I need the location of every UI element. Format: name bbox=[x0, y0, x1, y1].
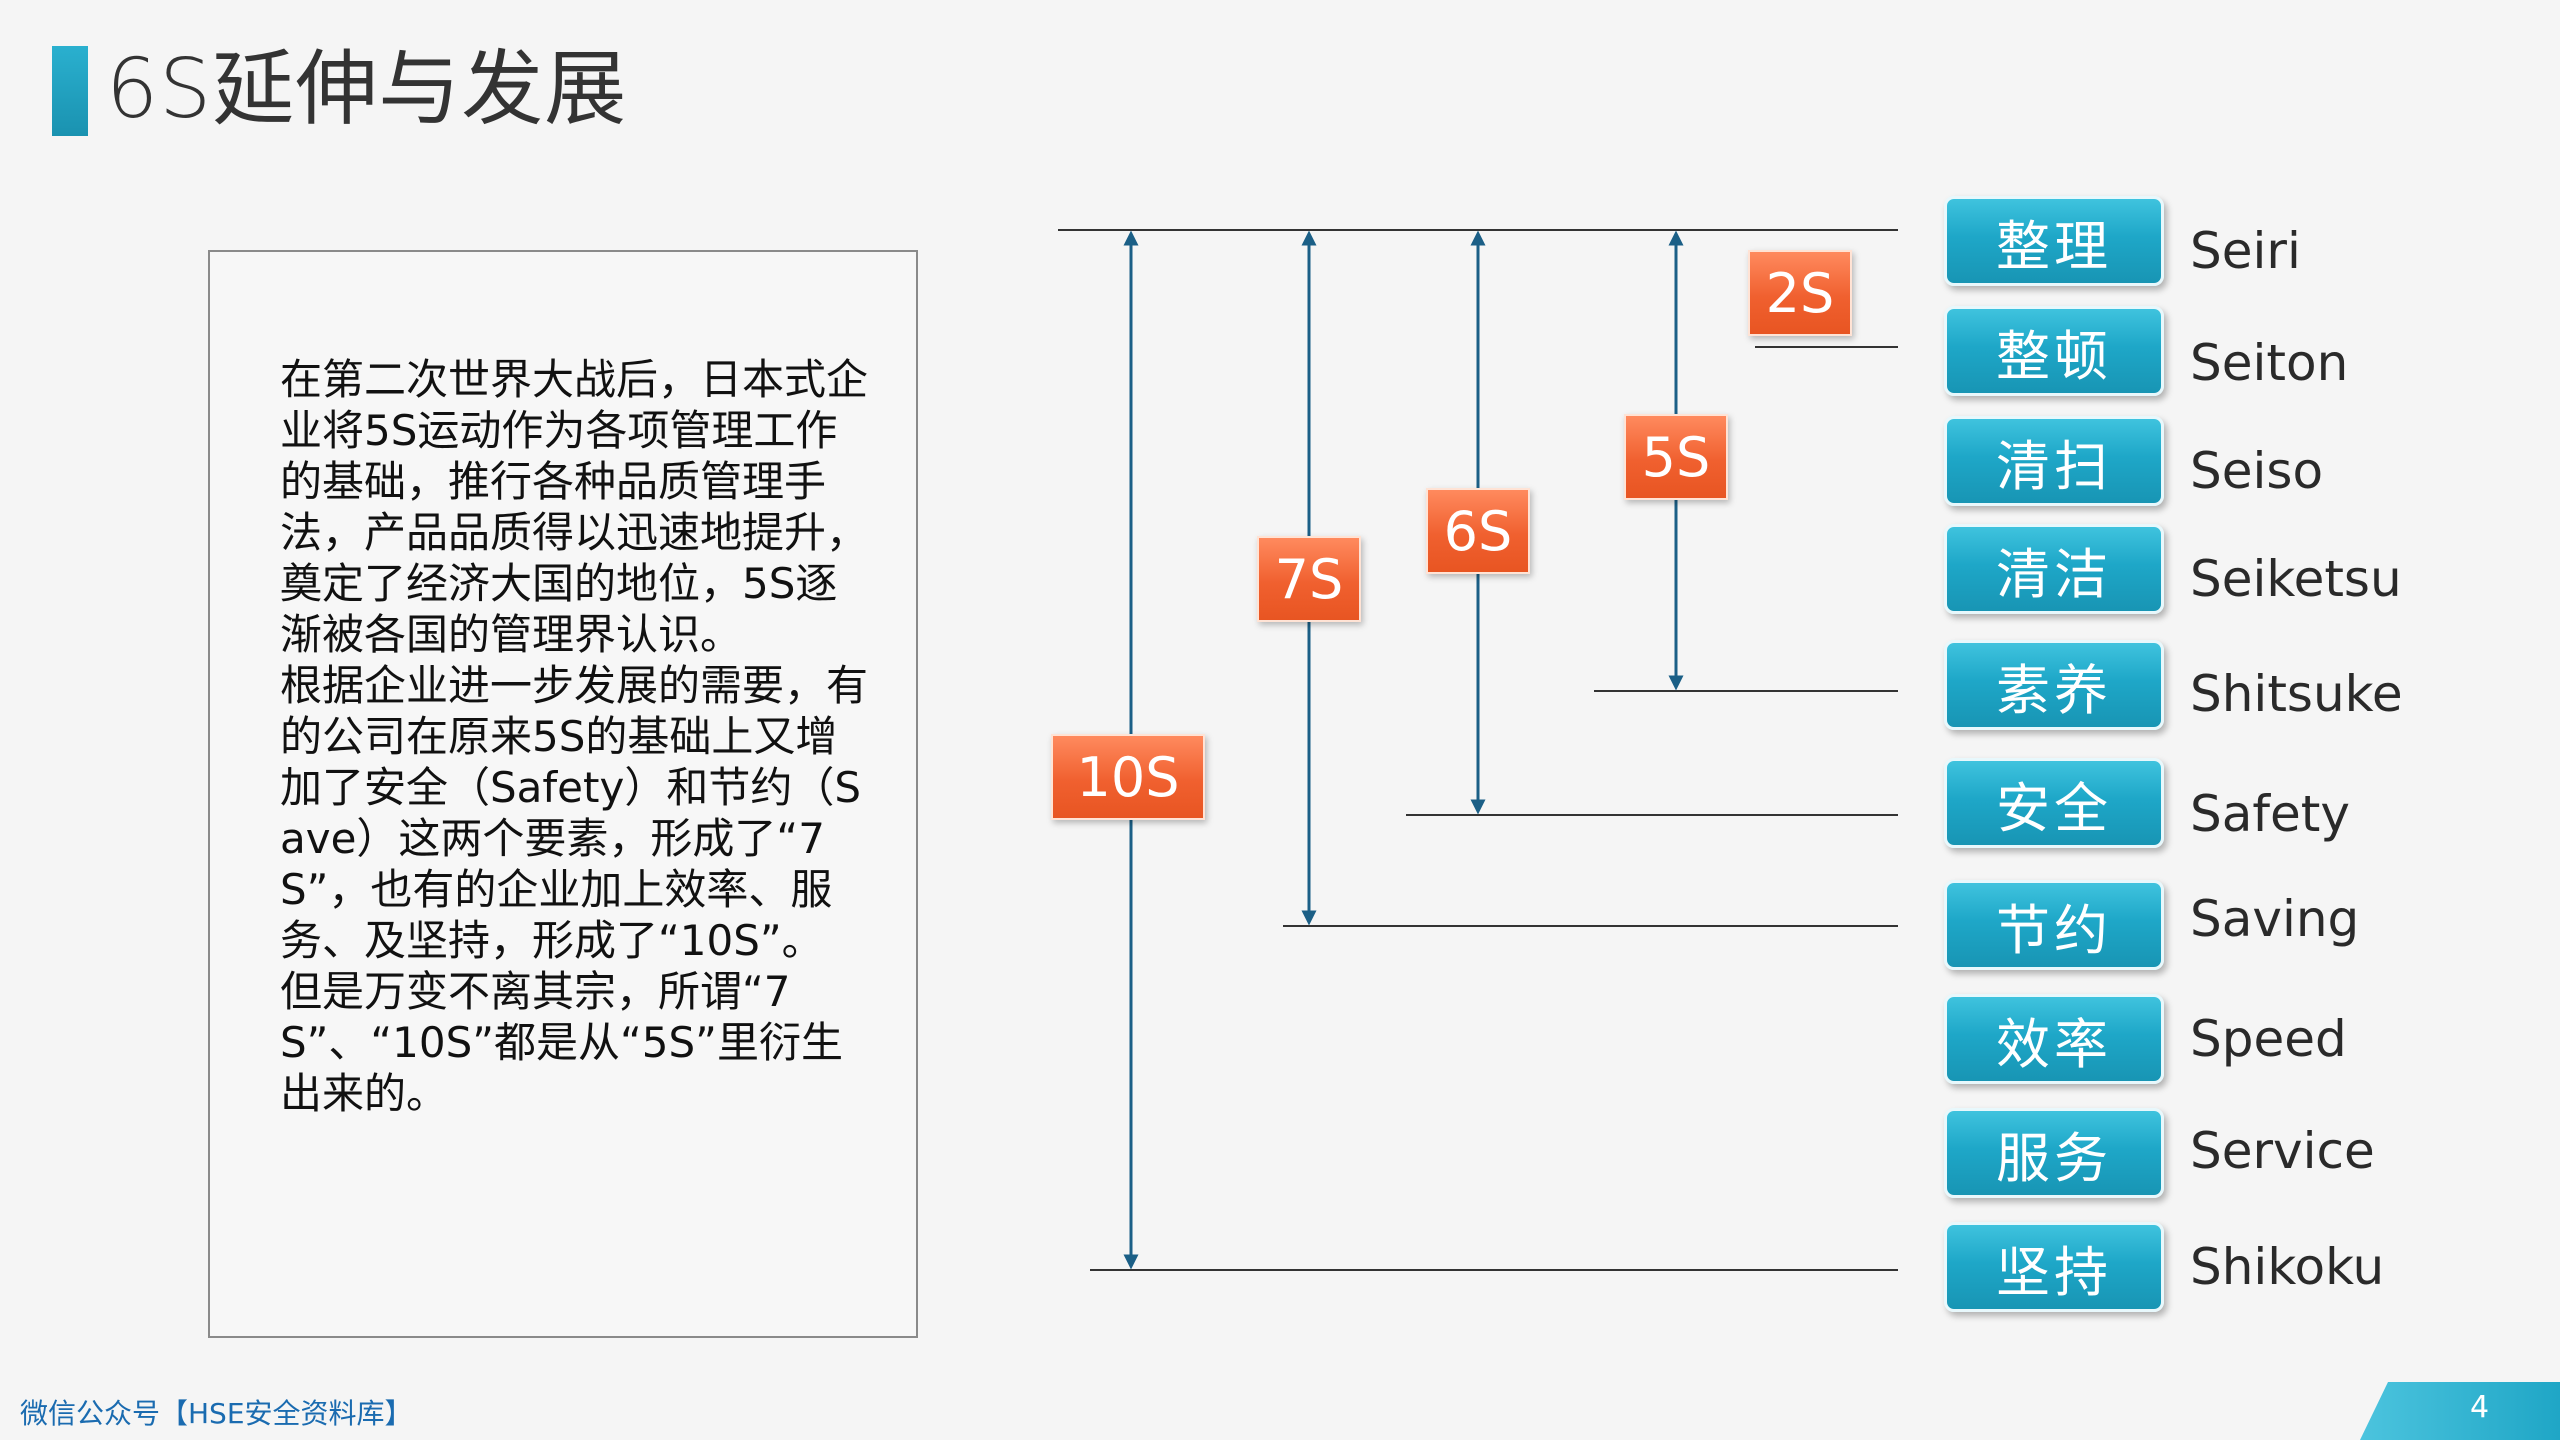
item-seiri-button: 整理 bbox=[1944, 196, 2164, 286]
item-shikoku-button: 坚持 bbox=[1944, 1222, 2164, 1312]
page-number-tab bbox=[2360, 1382, 2560, 1440]
footer-source: 微信公众号【HSE安全资料库】 bbox=[20, 1397, 413, 1430]
item-seiso-button: 清扫 bbox=[1944, 416, 2164, 506]
item-seiketsu-label: Seiketsu bbox=[2190, 550, 2402, 608]
item-shitsuke-label: Shitsuke bbox=[2190, 665, 2403, 723]
description-paragraph: 在第二次世界大战后，日本式企业将5S运动作为各项管理工作的基础，推行各种品质管理… bbox=[280, 355, 869, 1118]
page-number: 4 bbox=[2470, 1390, 2490, 1425]
item-saving-button: 节约 bbox=[1944, 880, 2164, 970]
badge-7s: 7S bbox=[1257, 536, 1361, 622]
item-speed-button: 效率 bbox=[1944, 994, 2164, 1084]
item-seiton-button: 整顿 bbox=[1944, 306, 2164, 396]
title-accent-bar bbox=[52, 46, 88, 136]
item-seiton-label: Seiton bbox=[2190, 334, 2349, 392]
item-seiri-label: Seiri bbox=[2190, 222, 2301, 280]
description-box: 在第二次世界大战后，日本式企业将5S运动作为各项管理工作的基础，推行各种品质管理… bbox=[208, 250, 918, 1338]
page-title: 6S延伸与发展 bbox=[106, 42, 628, 137]
item-speed-label: Speed bbox=[2190, 1010, 2347, 1068]
item-service-button: 服务 bbox=[1944, 1108, 2164, 1198]
item-seiketsu-button: 清洁 bbox=[1944, 524, 2164, 614]
item-safety-label: Safety bbox=[2190, 785, 2350, 843]
item-seiso-label: Seiso bbox=[2190, 442, 2324, 500]
badge-2s: 2S bbox=[1748, 250, 1852, 336]
badge-6s: 6S bbox=[1426, 488, 1530, 574]
item-shitsuke-button: 素养 bbox=[1944, 640, 2164, 730]
badge-10s: 10S bbox=[1051, 734, 1205, 820]
item-saving-label: Saving bbox=[2190, 890, 2360, 948]
item-shikoku-label: Shikoku bbox=[2190, 1238, 2385, 1296]
item-service-label: Service bbox=[2190, 1122, 2375, 1180]
item-safety-button: 安全 bbox=[1944, 758, 2164, 848]
badge-5s: 5S bbox=[1624, 414, 1728, 500]
